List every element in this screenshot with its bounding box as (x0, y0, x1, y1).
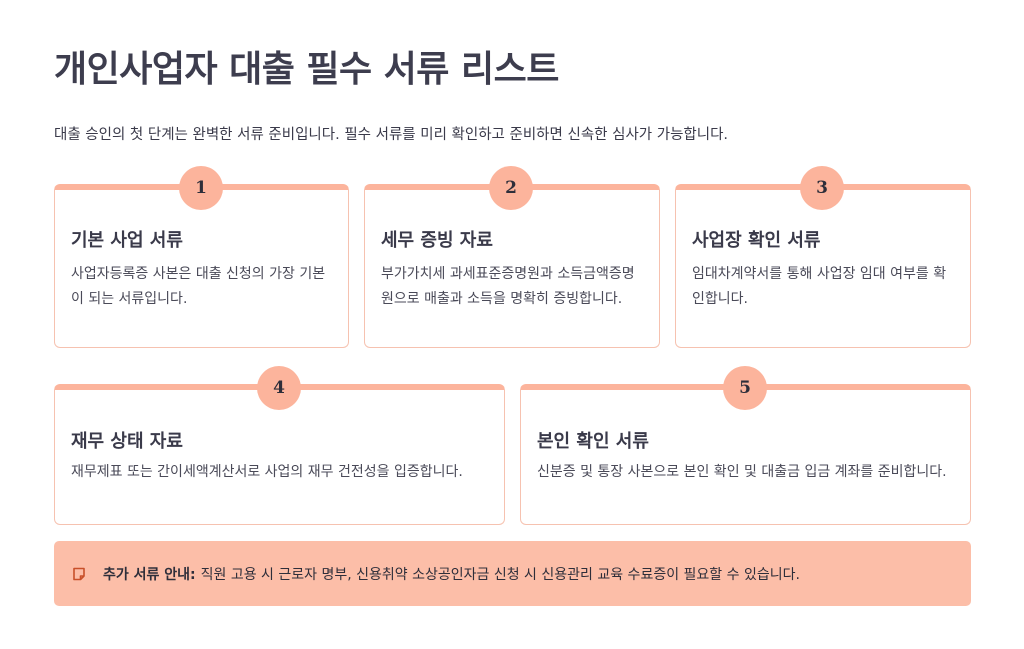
card-description-2: 부가가치세 과세표준증명원과 소득금액증명원으로 매출과 소득을 명확히 증빙합… (381, 266, 635, 307)
page-subtitle: 대출 승인의 첫 단계는 완벽한 서류 준비입니다. 필수 서류를 미리 확인하… (54, 127, 729, 143)
notice-text: 직원 고용 시 근로자 명부, 신용취약 소상공인자금 신청 시 신용관리 교육… (200, 566, 800, 583)
document-card-5: 5 본인 확인 서류 신분증 및 통장 사본으로 본인 확인 및 대출금 입금 … (520, 366, 971, 525)
card-title-2: 세무 증빙 자료 (381, 230, 493, 251)
card-title-1: 기본 사업 서류 (71, 230, 183, 251)
step-badge-4: 4 (257, 366, 301, 410)
card-description-3: 임대차계약서를 통해 사업장 임대 여부를 확인합니다. (692, 266, 947, 307)
document-card-1: 1 기본 사업 서류 사업자등록증 사본은 대출 신청의 가장 기본이 되는 서… (54, 166, 349, 348)
step-badge-2: 2 (489, 166, 533, 210)
card-title-3: 사업장 확인 서류 (692, 230, 821, 251)
card-description-4: 재무제표 또는 간이세액계산서로 사업의 재무 건전성을 입증합니다. (71, 464, 463, 480)
additional-documents-notice: 추가 서류 안내: 직원 고용 시 근로자 명부, 신용취약 소상공인자금 신청… (54, 541, 971, 606)
notice-label: 추가 서류 안내: (103, 566, 196, 583)
card-description-1: 사업자등록증 사본은 대출 신청의 가장 기본이 되는 서류입니다. (71, 266, 326, 307)
note-icon (72, 567, 86, 581)
card-title-5: 본인 확인 서류 (537, 431, 649, 452)
page-title: 개인사업자 대출 필수 서류 리스트 (54, 49, 559, 90)
document-card-3: 3 사업장 확인 서류 임대차계약서를 통해 사업장 임대 여부를 확인합니다. (675, 166, 971, 348)
document-card-4: 4 재무 상태 자료 재무제표 또는 간이세액계산서로 사업의 재무 건전성을 … (54, 366, 505, 525)
document-card-2: 2 세무 증빙 자료 부가가치세 과세표준증명원과 소득금액증명원으로 매출과 … (364, 166, 660, 348)
step-badge-5: 5 (723, 366, 767, 410)
card-description-5: 신분증 및 통장 사본으로 본인 확인 및 대출금 입금 계좌를 준비합니다. (537, 464, 947, 480)
step-badge-1: 1 (179, 166, 223, 210)
card-title-4: 재무 상태 자료 (71, 431, 183, 452)
step-badge-3: 3 (800, 166, 844, 210)
